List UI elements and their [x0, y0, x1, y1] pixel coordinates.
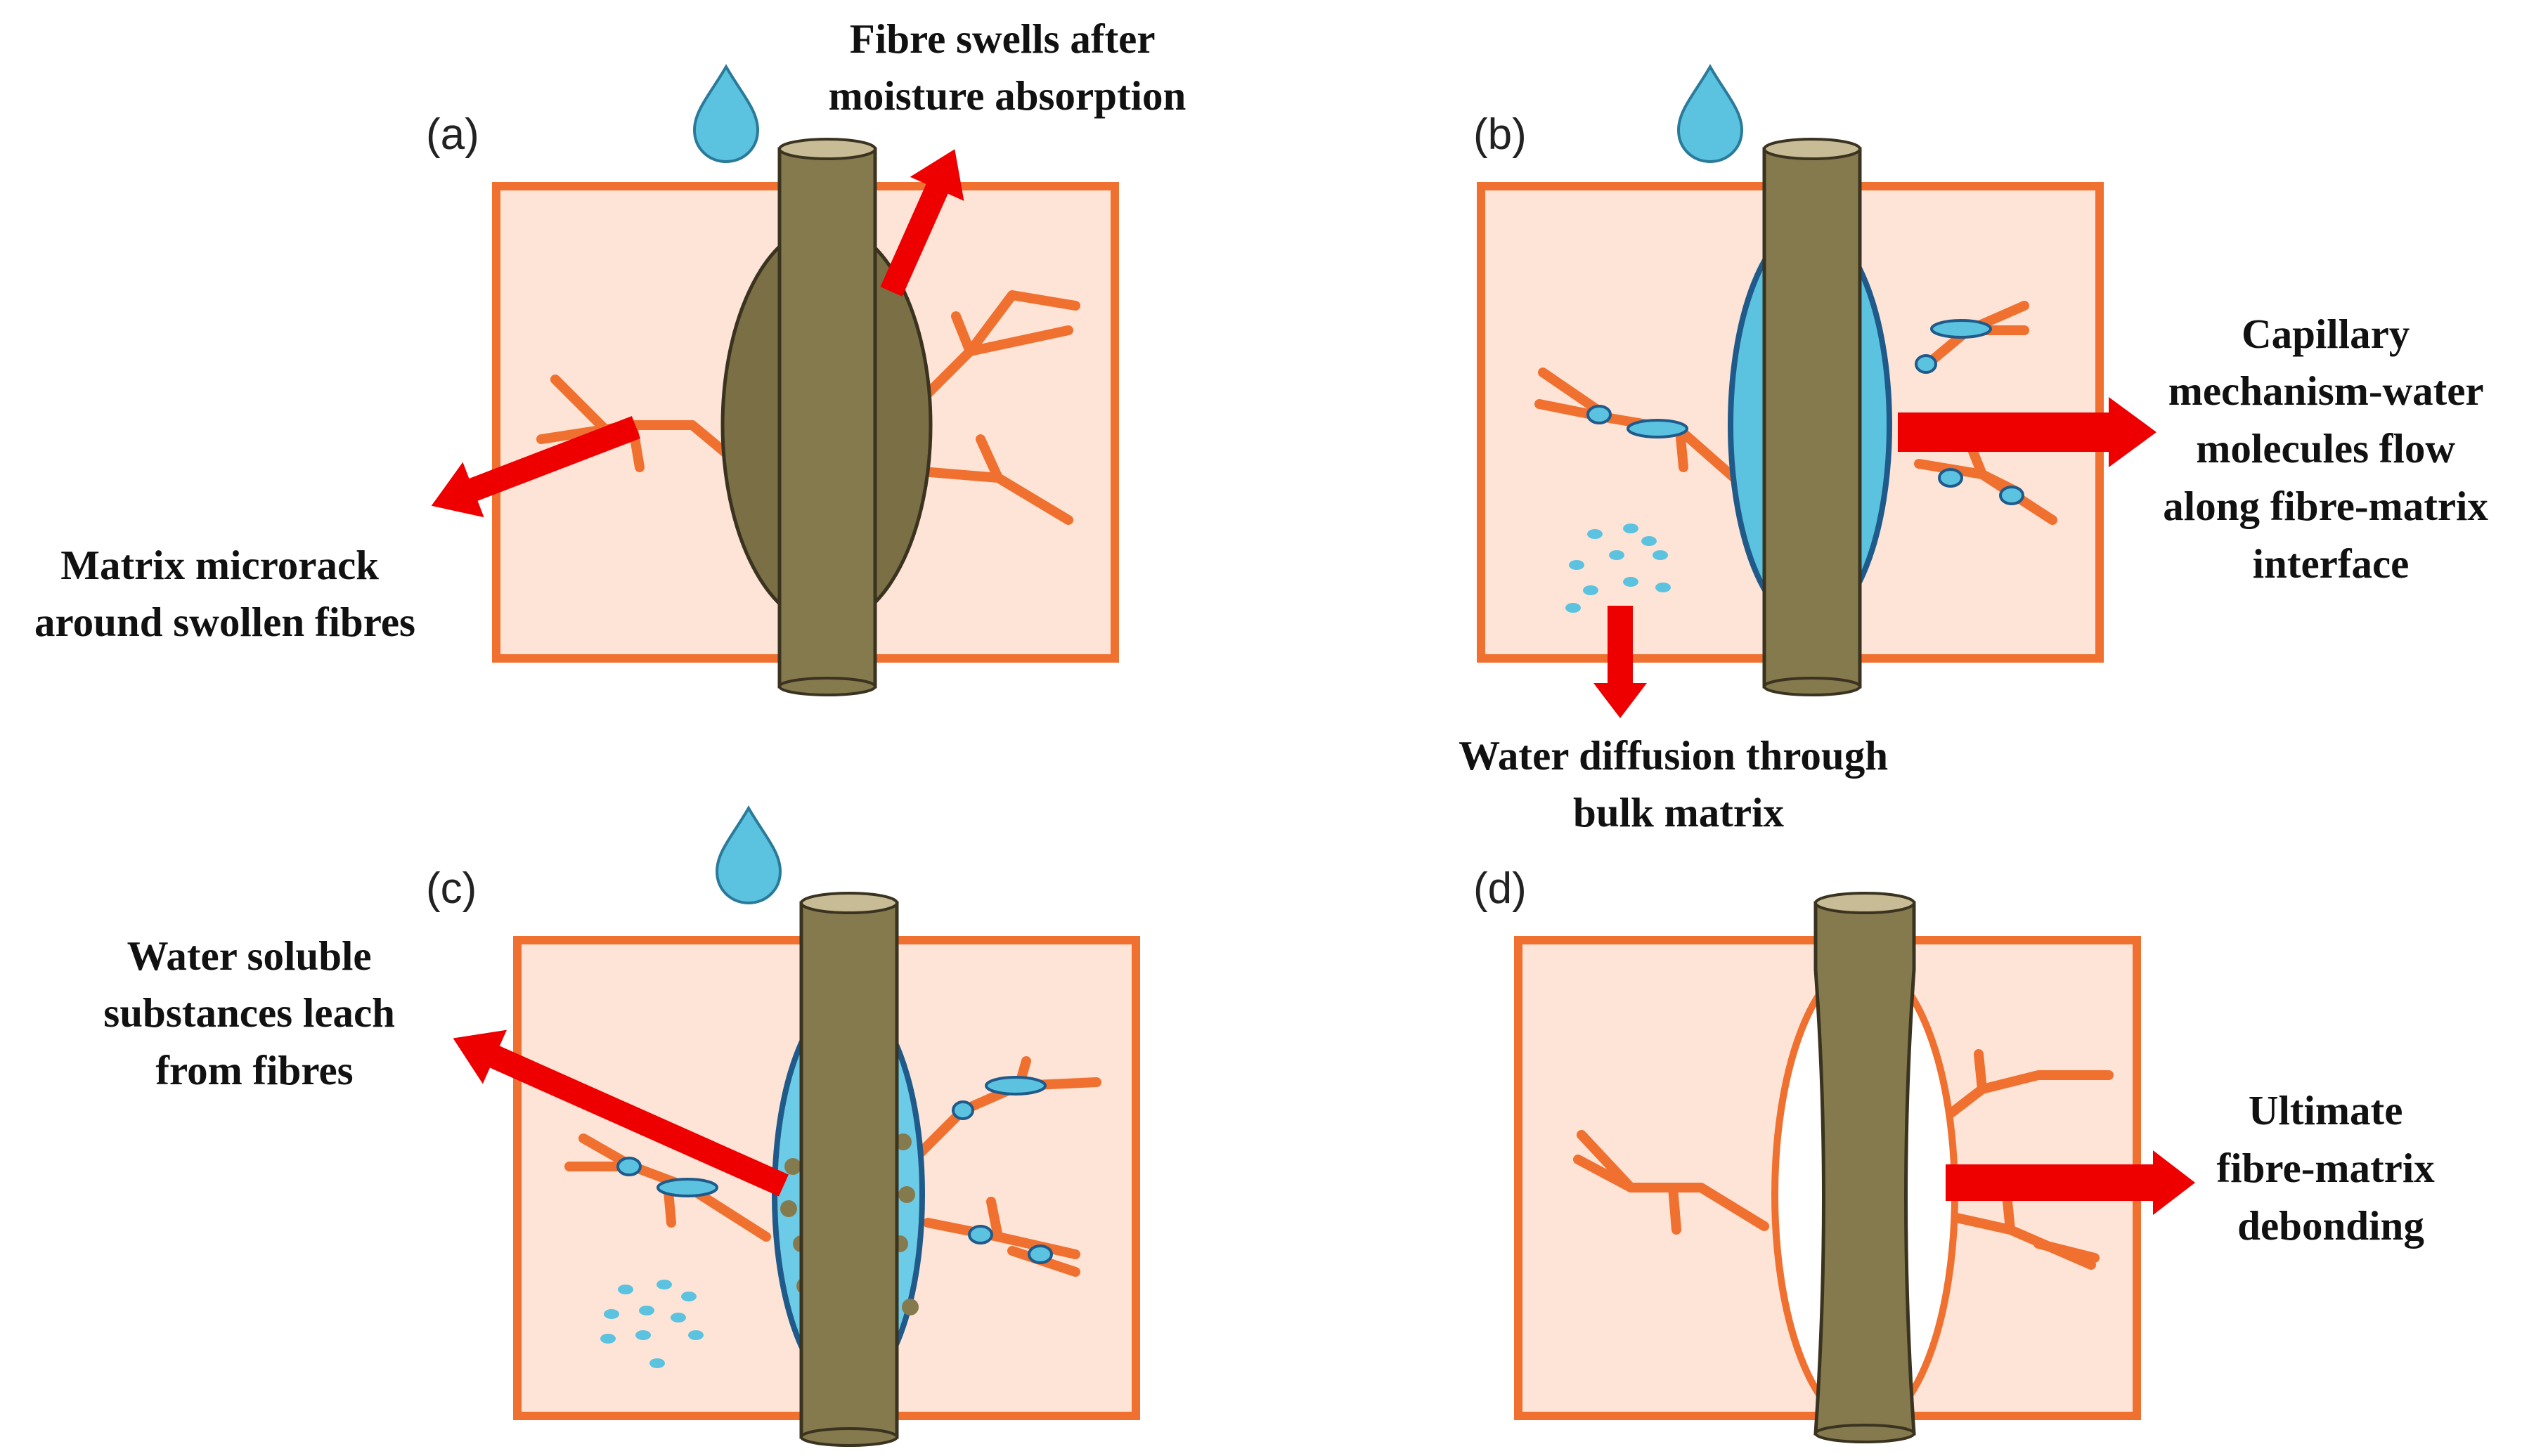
- caption-leaching: Water soluble substances leach from fibr…: [103, 932, 405, 1093]
- caption-debonding: Ultimate fibre-matrix debonding: [2217, 1087, 2445, 1249]
- matrix-cracks: [564, 1056, 1101, 1277]
- panel-label-a: (a): [426, 110, 479, 159]
- water-molecules: [1565, 524, 1671, 613]
- caption-fibre-swells: Fibre swells after moisture absorption: [829, 15, 1186, 119]
- fibre: [1762, 147, 1862, 689]
- fibre-end-bottom: [1814, 1424, 1915, 1443]
- fibre-end-bottom: [1763, 677, 1861, 696]
- water-pockets: [1586, 319, 2024, 505]
- fibre-end-top: [1814, 892, 1915, 914]
- arrow-debonding: [1946, 1150, 2195, 1215]
- fibre-end-bottom: [800, 1427, 898, 1447]
- water-drop-icon: [716, 807, 782, 904]
- matrix-cracks: [1573, 1049, 2114, 1270]
- fibre: [799, 901, 899, 1439]
- arrow-leaching: [453, 1029, 789, 1197]
- arrow-water-diffusion: [1593, 606, 1647, 718]
- fibre-end-bottom: [778, 677, 877, 696]
- arrow-capillary-mechanism: [1898, 397, 2156, 467]
- water-pockets: [616, 1076, 1053, 1264]
- fibre: [1813, 901, 1916, 1436]
- panel-b: (b) Capillary mechanism-water molecules …: [1459, 65, 2498, 836]
- fibre: [777, 147, 877, 689]
- arrow-matrix-microcrack: [431, 416, 641, 518]
- water-molecules: [600, 1280, 704, 1368]
- water-drop-icon: [1677, 65, 1743, 163]
- arrow-fibre-swells: [880, 149, 964, 297]
- water-drop-icon: [693, 65, 759, 163]
- caption-capillary-mechanism: Capillary mechanism-water molecules flow…: [2163, 311, 2498, 587]
- panel-label-c: (c): [426, 864, 477, 913]
- fibre-end-top: [1763, 138, 1861, 160]
- panel-c: (c) Water soluble substances leach from …: [103, 807, 1140, 1447]
- panel-a: (a) Fibre swells after moisture absorpti…: [34, 15, 1186, 696]
- fibre-end-top: [800, 892, 898, 914]
- panel-label-b: (b): [1473, 110, 1527, 159]
- panel-d: (d) Ultimate fibre-matrix debonding: [1473, 864, 2445, 1443]
- fibre-end-top: [778, 138, 877, 160]
- panel-label-d: (d): [1473, 864, 1527, 913]
- caption-water-diffusion: Water diffusion through bulk matrix: [1459, 732, 1899, 836]
- caption-matrix-microcrack: Matrix microrack around swollen fibres: [34, 542, 415, 645]
